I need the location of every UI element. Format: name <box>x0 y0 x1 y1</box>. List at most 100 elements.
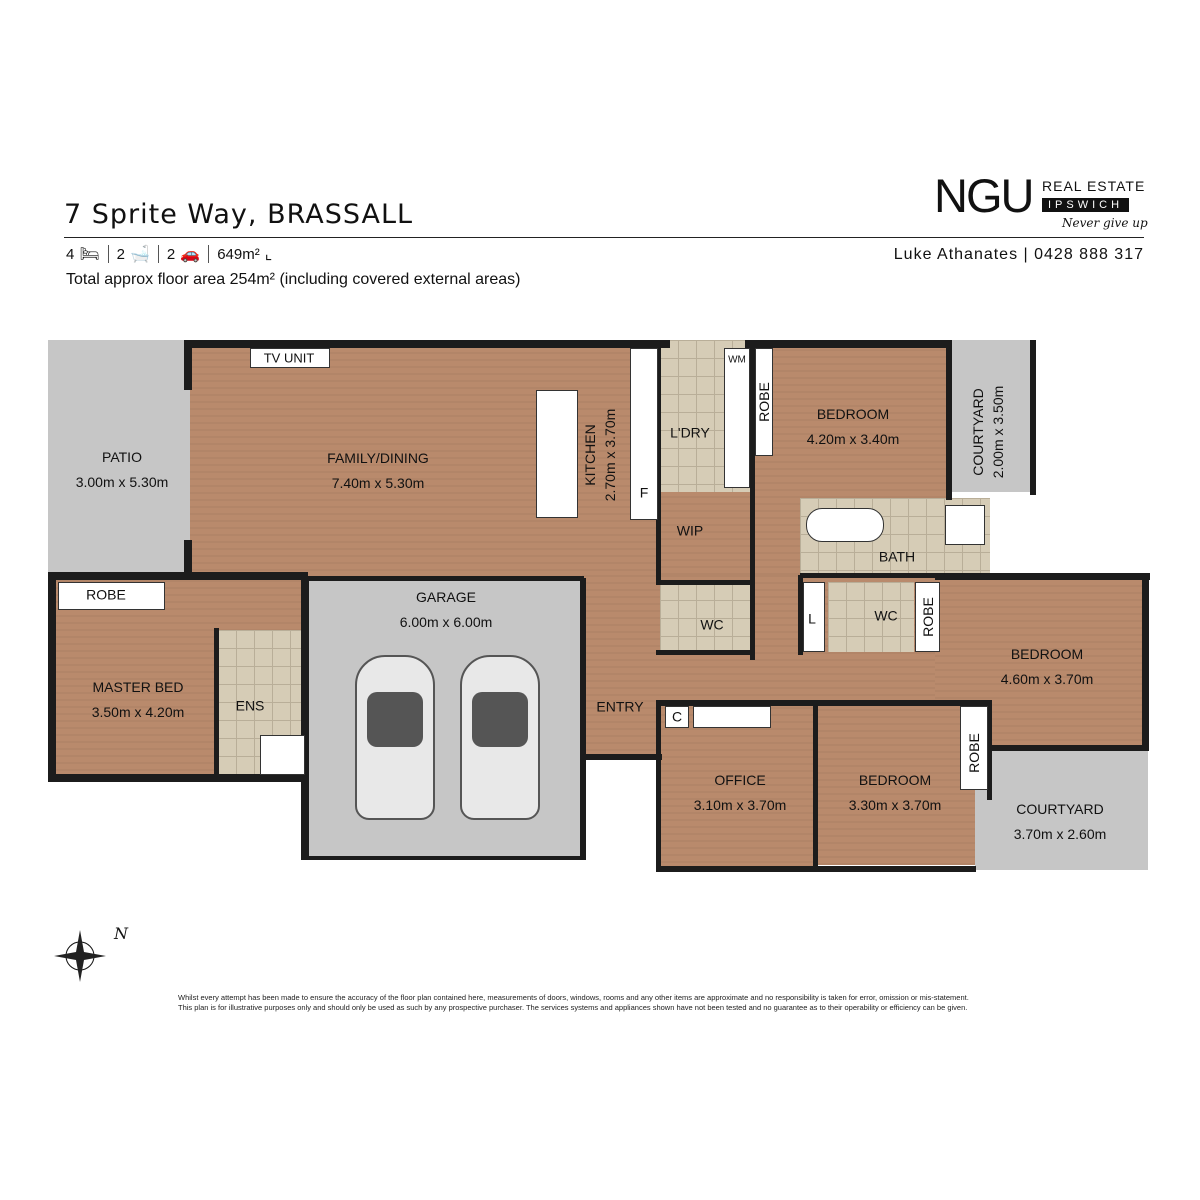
room-name: GARAGE <box>416 589 476 605</box>
room-name: BEDROOM <box>858 772 932 788</box>
room-size: 7.40m x 5.30m <box>331 475 425 491</box>
office <box>660 705 815 870</box>
property-stats: 4🛏 2🛁 2🚗 649m²⌞ <box>66 244 272 264</box>
room-label-patio: PATIO 3.00m x 5.30m <box>76 445 169 495</box>
land-area-icon: ⌞ <box>264 246 273 263</box>
room-size: 3.10m x 3.70m <box>693 797 787 813</box>
washing-machine-label: WM <box>728 354 746 366</box>
logo-wordmark: NGU <box>934 169 1034 222</box>
logo-tag: REAL ESTATE <box>1042 178 1146 194</box>
disclaimer: Whilst every attempt has been made to en… <box>178 993 969 1013</box>
wall <box>48 572 308 580</box>
compass-icon <box>52 928 108 984</box>
wall <box>656 580 752 585</box>
room-size: 2.70m x 3.70m <box>602 408 618 502</box>
fridge-label: F <box>639 484 649 501</box>
bed-count: 4 <box>66 245 75 263</box>
room-name: OFFICE <box>714 772 766 788</box>
wc-2 <box>828 582 914 652</box>
room-label-laundry: L'DRY <box>670 424 710 441</box>
shower <box>945 505 985 545</box>
room-size: 2.00m x 3.50m <box>990 385 1006 479</box>
room-label-office: OFFICE 3.10m x 3.70m <box>694 768 787 818</box>
bathtub <box>806 508 884 542</box>
wall <box>935 573 1150 580</box>
laundry-bench <box>724 348 750 488</box>
wall <box>656 700 991 706</box>
room-label-ensuite: ENS <box>235 697 265 714</box>
wall <box>301 856 586 860</box>
room-name: MASTER BED <box>92 679 184 695</box>
robe-label: ROBE <box>86 586 126 603</box>
divider <box>157 245 159 263</box>
wall <box>580 578 586 860</box>
property-address: 7 Sprite Way, BRASSALL <box>64 199 414 230</box>
room-label-bedroom-3: BEDROOM 3.30m x 3.70m <box>849 768 942 818</box>
robe-label: ROBE <box>920 597 936 637</box>
wall <box>184 540 192 580</box>
wip-hall <box>660 492 800 582</box>
wall <box>184 340 670 348</box>
room-label-entry: ENTRY <box>596 698 644 715</box>
room-name: COURTYARD <box>970 388 986 476</box>
wall <box>301 576 584 581</box>
room-name: FAMILY/DINING <box>327 450 429 466</box>
wall <box>656 340 661 580</box>
room-name: BEDROOM <box>816 406 890 422</box>
wall <box>745 340 950 348</box>
logo-location: IPSWICH <box>1042 198 1130 212</box>
car-icon <box>355 655 435 820</box>
room-size: 4.60m x 3.70m <box>1000 671 1094 687</box>
divider <box>208 245 210 263</box>
header-divider <box>64 237 1144 238</box>
kitchen-island <box>536 390 578 518</box>
wc-1 <box>660 582 752 652</box>
room-size: 3.30m x 3.70m <box>848 797 942 813</box>
wall <box>798 575 803 655</box>
divider <box>107 245 109 263</box>
land-size: 649m² <box>217 245 260 263</box>
floor-area: Total approx floor area 254m² (including… <box>66 271 521 288</box>
bath-count: 2 <box>116 245 125 263</box>
car-icon <box>460 655 540 820</box>
car-count: 2 <box>166 245 176 263</box>
kitchen-bench <box>630 348 658 520</box>
north-label: N <box>114 924 128 943</box>
linen-cupboard <box>803 582 825 652</box>
wall <box>750 340 755 660</box>
linen-label: L <box>808 610 816 627</box>
wip-shelving <box>662 496 748 578</box>
courtyard-2 <box>975 750 1148 870</box>
office-cupboard <box>665 706 689 728</box>
wall <box>813 700 818 870</box>
wall <box>987 700 992 800</box>
bath-icon: 🛁 <box>130 246 150 263</box>
robe-1 <box>755 348 773 456</box>
entry <box>582 700 662 758</box>
room-size: 3.00m x 5.30m <box>75 474 169 490</box>
office-desk <box>693 706 771 728</box>
bedroom-1 <box>752 340 948 498</box>
ensuite-shower <box>260 735 305 775</box>
wall <box>656 700 661 872</box>
logo-slogan: Never give up <box>1062 216 1148 230</box>
wall <box>48 572 56 782</box>
room-label-bath: BATH <box>878 548 916 565</box>
room-label-wc-2: WC <box>874 607 898 624</box>
wall <box>1030 340 1036 495</box>
cupboard-label: C <box>671 708 683 725</box>
garage-icon: 🚗 <box>180 246 201 263</box>
wall <box>990 745 1148 751</box>
robe-2 <box>915 582 940 652</box>
room-name: PATIO <box>102 449 142 465</box>
wall <box>214 628 219 778</box>
wall <box>946 340 952 500</box>
tv-unit <box>250 348 330 368</box>
family-dining <box>190 340 668 578</box>
wall <box>582 754 662 760</box>
